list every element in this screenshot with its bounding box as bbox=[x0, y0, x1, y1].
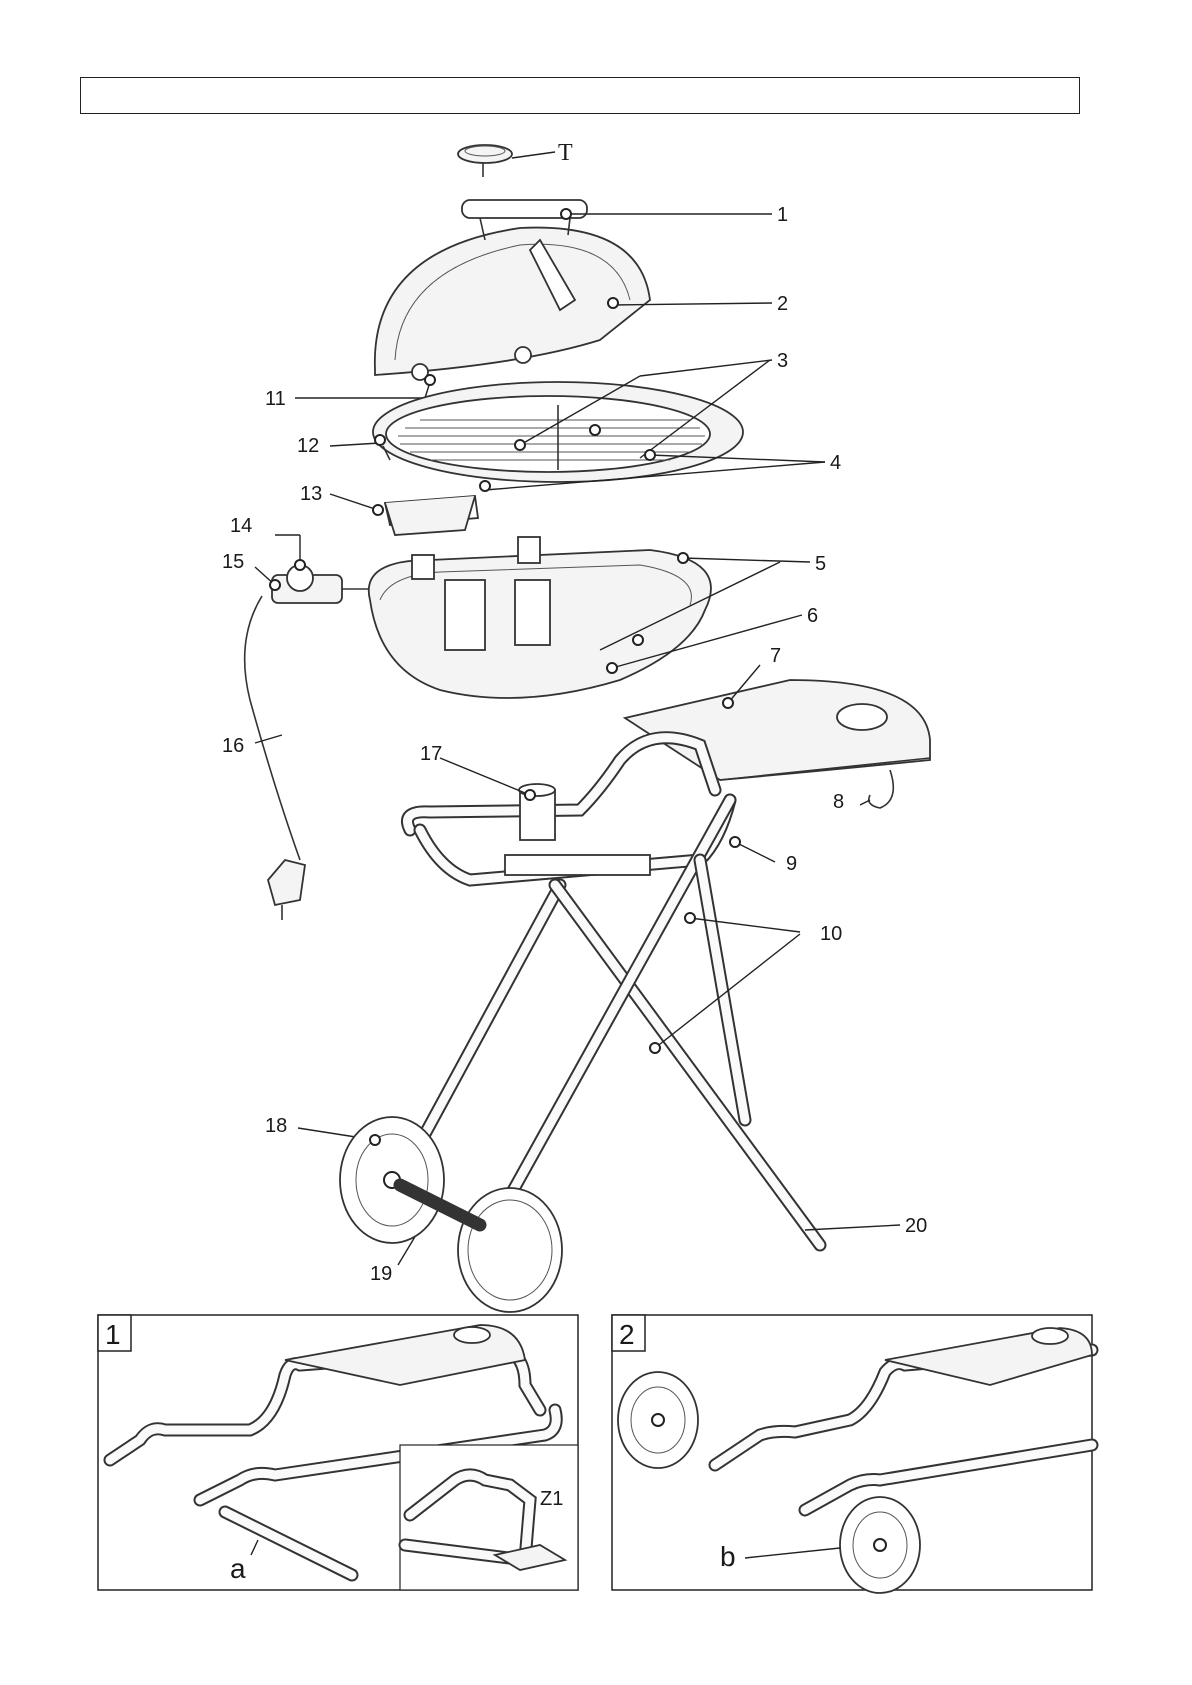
label-part-7: 7 bbox=[770, 645, 781, 667]
step-panel-2: 2 b bbox=[612, 1315, 1092, 1593]
label-part-12: 12 bbox=[297, 435, 319, 457]
label-part-19: 19 bbox=[370, 1263, 392, 1285]
label-part-18: 18 bbox=[265, 1115, 287, 1137]
label-part-13: 13 bbox=[300, 483, 322, 505]
label-part-5: 5 bbox=[815, 553, 826, 575]
grill-bowl-part bbox=[369, 537, 810, 698]
label-part-3: 3 bbox=[777, 350, 788, 372]
panel-2-wheel-bottom bbox=[840, 1497, 920, 1593]
label-part-11: 11 bbox=[265, 388, 286, 410]
panel-2-wheel-top bbox=[618, 1372, 698, 1468]
label-part-9: 9 bbox=[786, 853, 797, 875]
drip-tray-part bbox=[330, 494, 478, 535]
step-2-label-b: b bbox=[720, 1541, 736, 1572]
wheel-left bbox=[340, 1117, 444, 1243]
label-part-4: 4 bbox=[830, 452, 841, 474]
grill-grate-part bbox=[330, 360, 825, 490]
inset-label-z1: Z1 bbox=[540, 1488, 563, 1510]
label-part-16: 16 bbox=[222, 735, 244, 757]
detail-inset: Z1 bbox=[400, 1445, 578, 1590]
step-1-label-a: a bbox=[230, 1553, 246, 1584]
step-2-number: 2 bbox=[619, 1319, 635, 1350]
label-part-10: 10 bbox=[820, 923, 842, 945]
label-part-2: 2 bbox=[777, 293, 788, 315]
label-part-17: 17 bbox=[420, 743, 442, 765]
label-part-20: 20 bbox=[905, 1215, 927, 1237]
label-part-1: 1 bbox=[777, 204, 788, 226]
label-part-8: 8 bbox=[833, 791, 844, 813]
power-cord bbox=[245, 596, 300, 860]
wheel-right bbox=[458, 1188, 562, 1312]
step-panel-1: 1 a Z1 bbox=[98, 1315, 578, 1590]
step-1-number: 1 bbox=[105, 1319, 121, 1350]
label-part-15: 15 bbox=[222, 551, 244, 573]
label-thermometer: T bbox=[558, 140, 573, 166]
thermostat-part bbox=[245, 535, 382, 920]
label-part-6: 6 bbox=[807, 605, 818, 627]
plug bbox=[268, 860, 305, 905]
label-part-14: 14 bbox=[230, 515, 252, 537]
thermometer-part bbox=[458, 145, 555, 177]
